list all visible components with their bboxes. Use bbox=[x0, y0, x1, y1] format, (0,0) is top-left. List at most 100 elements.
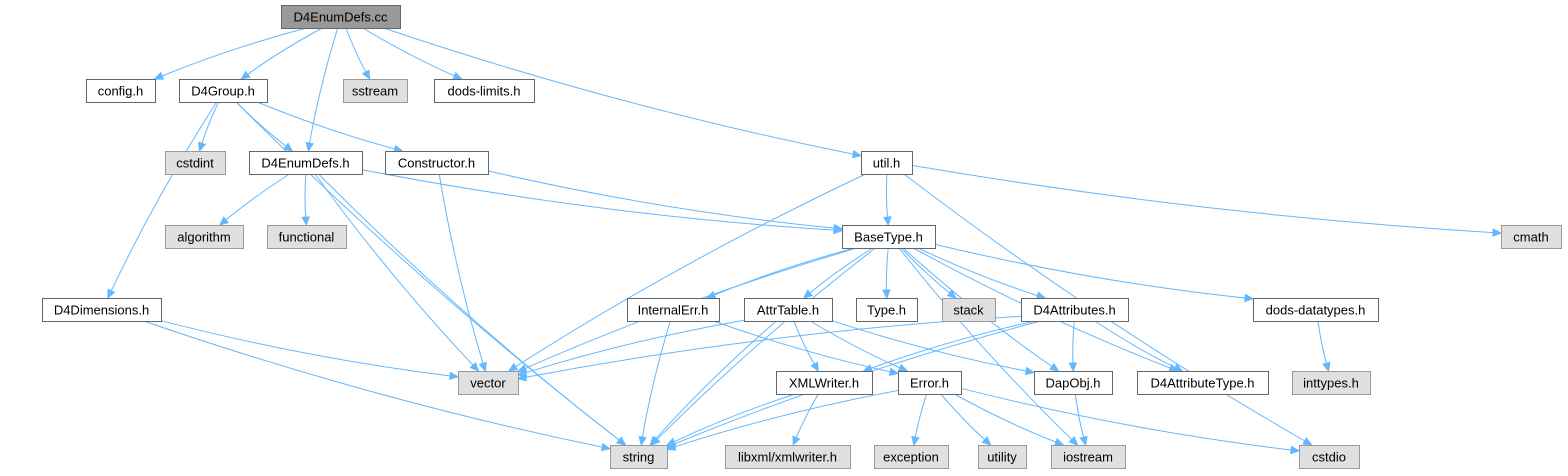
node-cmath: cmath bbox=[1501, 225, 1562, 249]
node-d4attributetype-h[interactable]: D4AttributeType.h bbox=[1137, 371, 1269, 395]
node-label: cmath bbox=[1513, 230, 1548, 245]
node-d4enumdefs-h[interactable]: D4EnumDefs.h bbox=[249, 151, 363, 175]
edge-basetype-h-to-attrtable-h bbox=[802, 247, 873, 299]
edge-basetype-h-to-type-h bbox=[882, 247, 891, 300]
node-box bbox=[267, 225, 347, 249]
node-label: libxml/xmlwriter.h bbox=[738, 450, 837, 465]
edge-error-h-to-utility bbox=[940, 393, 992, 446]
edge-d4enumdefs-h-to-basetype-h bbox=[361, 169, 844, 235]
edge-error-h-to-exception bbox=[911, 393, 928, 447]
edge-d4enumdefs-h-to-functional bbox=[301, 173, 310, 227]
node-label: XMLWriter.h bbox=[789, 376, 859, 391]
edge-attrtable-h-to-xmlwriter-h bbox=[793, 320, 819, 373]
node-util-h[interactable]: util.h bbox=[861, 151, 913, 175]
header-nodes: D4EnumDefs.cc config.h D4Group.h sstream dod… bbox=[42, 5, 1562, 469]
node-box bbox=[1253, 298, 1379, 322]
edge-basetype-h-to-dods-datatypes-h bbox=[934, 243, 1255, 303]
node-label: BaseType.h bbox=[854, 230, 923, 245]
node-xmlwriter-h[interactable]: XMLWriter.h bbox=[776, 371, 873, 395]
node-attrtable-h[interactable]: AttrTable.h bbox=[744, 298, 833, 322]
edge-d4enumdefs-h-to-vector bbox=[314, 173, 480, 372]
node-box bbox=[861, 151, 913, 175]
node-type-h[interactable]: Type.h bbox=[856, 298, 918, 322]
node-box bbox=[627, 298, 720, 322]
edge-d4group-h-to-d4enumdefs-h bbox=[235, 101, 294, 152]
node-cstdio: cstdio bbox=[1299, 445, 1360, 469]
edge-d4enumdefs-h-to-algorithm bbox=[218, 173, 290, 226]
node-label: D4AttributeType.h bbox=[1150, 376, 1254, 391]
node-box bbox=[1299, 445, 1360, 469]
edge-d4attributes-h-to-xmlwriter-h bbox=[862, 320, 1036, 373]
node-label: dods-limits.h bbox=[448, 84, 521, 99]
edge-d4enumdefs-cc-to-sstream bbox=[345, 27, 371, 81]
edge-basetype-h-to-d4attributes-h bbox=[917, 247, 1047, 300]
node-box bbox=[165, 151, 226, 175]
node-sstream: sstream bbox=[343, 79, 408, 103]
node-label: functional bbox=[279, 230, 335, 245]
node-box bbox=[281, 5, 401, 29]
node-d4enumdefs-cc[interactable]: D4EnumDefs.cc bbox=[281, 5, 401, 29]
node-label: cstdio bbox=[1312, 450, 1346, 465]
node-label: AttrTable.h bbox=[757, 303, 819, 318]
edge-basetype-h-to-iostream bbox=[898, 247, 1079, 446]
edge-d4group-h-to-cstdint bbox=[198, 101, 219, 153]
node-label: utility bbox=[987, 450, 1017, 465]
node-basetype-h[interactable]: BaseType.h bbox=[842, 225, 936, 249]
edge-d4enumdefs-cc-to-dods-limits-h bbox=[362, 27, 463, 80]
node-box bbox=[942, 298, 996, 322]
node-box bbox=[343, 79, 408, 103]
node-functional: functional bbox=[267, 225, 347, 249]
node-d4dimensions-h[interactable]: D4Dimensions.h bbox=[42, 298, 162, 322]
node-label: Error.h bbox=[910, 376, 949, 391]
node-dods-limits-h[interactable]: dods-limits.h bbox=[434, 79, 535, 103]
edge-util-h-to-basetype-h bbox=[883, 173, 892, 227]
node-label: Constructor.h bbox=[398, 156, 475, 171]
node-label: dods-datatypes.h bbox=[1266, 303, 1366, 318]
node-internalerr-h[interactable]: InternalErr.h bbox=[627, 298, 720, 322]
edge-d4attributes-h-to-d4attributetype-h bbox=[1094, 320, 1184, 372]
edge-constructor-h-to-basetype-h bbox=[487, 170, 844, 233]
node-box bbox=[744, 298, 833, 322]
node-box bbox=[249, 151, 363, 175]
node-label: InternalErr.h bbox=[638, 303, 709, 318]
node-box bbox=[1051, 445, 1126, 469]
node-d4group-h[interactable]: D4Group.h bbox=[179, 79, 268, 103]
node-box bbox=[1292, 371, 1371, 395]
node-box bbox=[42, 298, 162, 322]
edge-attrtable-h-to-vector bbox=[516, 319, 745, 377]
node-d4attributes-h[interactable]: D4Attributes.h bbox=[1021, 298, 1129, 322]
edge-d4enumdefs-h-to-string bbox=[318, 173, 627, 446]
node-box bbox=[1137, 371, 1269, 395]
node-iostream: iostream bbox=[1051, 445, 1126, 469]
edge-basetype-h-to-stack bbox=[900, 247, 957, 299]
node-label: config.h bbox=[98, 84, 144, 99]
dependency-edges bbox=[107, 27, 1503, 455]
node-box bbox=[86, 79, 156, 103]
node-box bbox=[458, 371, 519, 395]
node-dods-datatypes-h[interactable]: dods-datatypes.h bbox=[1253, 298, 1379, 322]
node-label: iostream bbox=[1063, 450, 1113, 465]
node-label: util.h bbox=[873, 156, 900, 171]
node-vector: vector bbox=[458, 371, 519, 395]
node-label: sstream bbox=[352, 84, 398, 99]
node-box bbox=[842, 225, 936, 249]
node-box bbox=[978, 445, 1027, 469]
node-label: inttypes.h bbox=[1303, 376, 1359, 391]
node-stack: stack bbox=[942, 298, 996, 322]
edge-xmlwriter-h-to-string bbox=[665, 393, 796, 446]
node-label: D4Attributes.h bbox=[1033, 303, 1115, 318]
edge-constructor-h-to-vector bbox=[438, 173, 487, 373]
edge-dapobj-h-to-iostream bbox=[1074, 393, 1088, 447]
node-label: DapObj.h bbox=[1046, 376, 1101, 391]
node-constructor-h[interactable]: Constructor.h bbox=[385, 151, 489, 175]
node-label: cstdint bbox=[176, 156, 214, 171]
edge-d4dimensions-h-to-string bbox=[143, 320, 612, 452]
node-box bbox=[725, 445, 851, 469]
node-label: string bbox=[623, 450, 655, 465]
node-config-h[interactable]: config.h bbox=[86, 79, 156, 103]
edge-util-h-to-cmath bbox=[911, 164, 1503, 237]
node-error-h[interactable]: Error.h bbox=[898, 371, 962, 395]
node-dapobj-h[interactable]: DapObj.h bbox=[1034, 371, 1113, 395]
edge-d4enumdefs-cc-to-util-h bbox=[383, 27, 863, 159]
